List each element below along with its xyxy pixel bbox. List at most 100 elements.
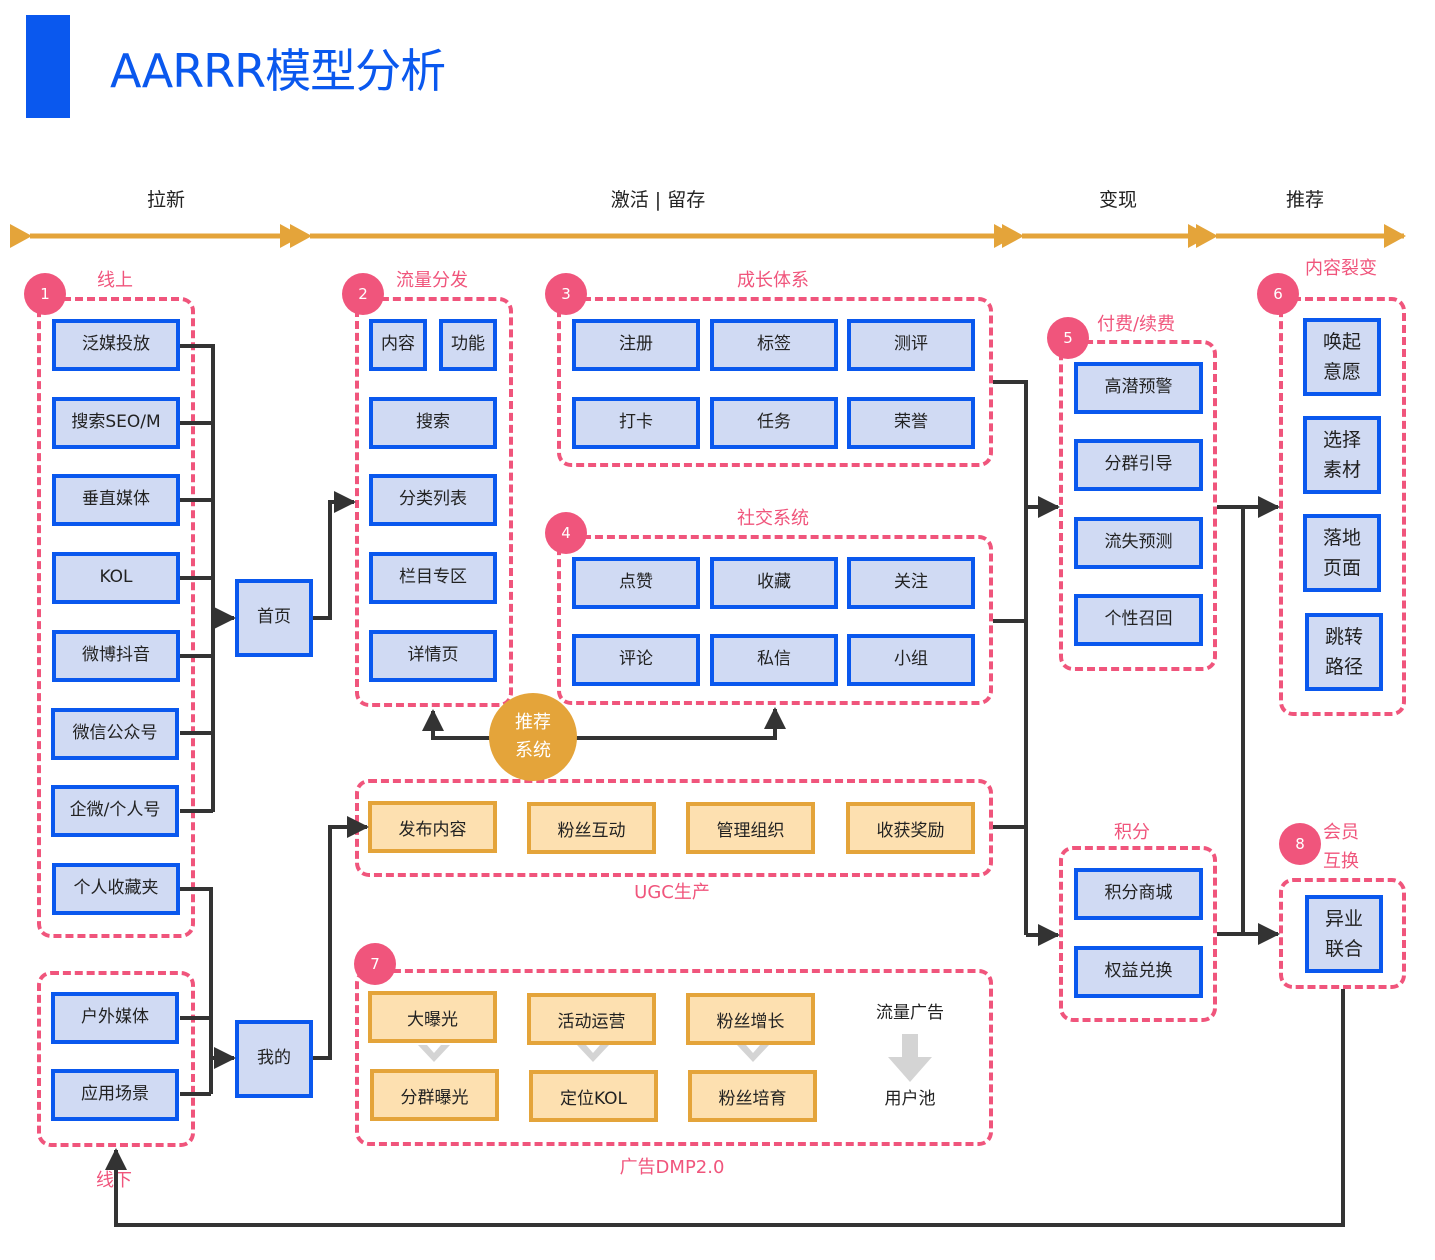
node-search[interactable]: 搜索	[369, 397, 497, 449]
badge-1: 1	[24, 273, 66, 315]
node-publish-content[interactable]: 发布内容	[368, 801, 497, 853]
traffic-ads-label: 流量广告	[876, 1003, 944, 1023]
node-like[interactable]: 点赞	[572, 557, 700, 609]
group-growth-label: 成长体系	[737, 270, 809, 291]
node-tags[interactable]: 标签	[710, 319, 838, 371]
node-target-kol[interactable]: 定位KOL	[529, 1070, 658, 1122]
group-growth	[557, 297, 993, 467]
group-ads	[355, 969, 993, 1146]
ads-flow-arrows	[418, 1034, 932, 1082]
node-landing-page-label: 落地页面	[1322, 526, 1361, 579]
connector-member-to-offline	[105, 989, 1345, 1227]
node-cross-industry-alliance[interactable]: 异业联合	[1305, 895, 1383, 973]
stage-referral: 推荐	[1285, 189, 1325, 211]
node-evoke-intention-label: 唤起意愿	[1322, 330, 1361, 383]
group-fission-label: 内容裂变	[1305, 258, 1377, 279]
node-cross-industry-alliance-label: 异业联合	[1324, 907, 1363, 960]
connector-online-to-home	[180, 344, 234, 813]
node-vertical-media[interactable]: 垂直媒体	[52, 474, 180, 526]
node-fan-nurture[interactable]: 粉丝培育	[688, 1070, 817, 1122]
recommend-system-label: 推荐系统	[515, 712, 551, 761]
group-points-label: 积分	[1114, 822, 1150, 843]
node-jump-path-label: 跳转路径	[1324, 625, 1363, 678]
node-evoke-intention[interactable]: 唤起意愿	[1303, 318, 1381, 396]
node-points-mall[interactable]: 积分商城	[1074, 868, 1203, 920]
node-mine[interactable]: 我的	[235, 1020, 313, 1098]
recommend-system[interactable]: 推荐系统	[489, 693, 577, 781]
node-category-list[interactable]: 分类列表	[369, 474, 497, 526]
title-accent-bar	[26, 15, 70, 118]
node-detail-page[interactable]: 详情页	[369, 630, 497, 682]
node-personal-recall[interactable]: 个性召回	[1074, 594, 1203, 646]
node-campaign-ops[interactable]: 活动运营	[527, 993, 656, 1045]
node-manage-organization[interactable]: 管理组织	[686, 802, 815, 854]
node-pan-media[interactable]: 泛媒投放	[52, 319, 180, 371]
node-personal-favorites[interactable]: 个人收藏夹	[52, 863, 180, 915]
node-outdoor-media[interactable]: 户外媒体	[51, 992, 179, 1044]
node-landing-page[interactable]: 落地页面	[1303, 514, 1381, 592]
node-high-potential-alert[interactable]: 高潜预警	[1074, 362, 1203, 414]
connector-recommend-to-traffic	[422, 709, 775, 740]
node-app-scenario[interactable]: 应用场景	[51, 1069, 179, 1121]
node-check-in[interactable]: 打卡	[572, 397, 700, 449]
group-ugc-label: UGC生产	[634, 882, 710, 903]
node-segment-guide[interactable]: 分群引导	[1074, 439, 1203, 491]
node-earn-rewards[interactable]: 收获奖励	[846, 802, 975, 854]
group-social	[557, 535, 993, 705]
node-select-material-label: 选择素材	[1322, 428, 1361, 481]
badge-6: 6	[1257, 273, 1299, 315]
chevron-down-icon	[577, 1045, 609, 1062]
node-private-message[interactable]: 私信	[710, 634, 838, 686]
group-offline	[37, 971, 195, 1147]
group-ads-label: 广告DMP2.0	[619, 1157, 725, 1178]
connector-offline-to-mine	[180, 887, 234, 1096]
badge-5: 5	[1047, 317, 1089, 359]
node-assessment[interactable]: 测评	[847, 319, 975, 371]
node-select-material[interactable]: 选择素材	[1303, 416, 1381, 494]
group-online	[37, 297, 195, 938]
stage-activation-retention: 激活 | 留存	[610, 189, 706, 211]
badge-2: 2	[342, 273, 384, 315]
node-function[interactable]: 功能	[439, 319, 497, 371]
node-comment[interactable]: 评论	[572, 634, 700, 686]
node-column-zone[interactable]: 栏目专区	[369, 552, 497, 604]
node-fan-growth[interactable]: 粉丝增长	[686, 993, 815, 1045]
node-wecom-personal[interactable]: 企微/个人号	[51, 785, 179, 837]
chevron-down-icon	[737, 1045, 769, 1062]
node-jump-path[interactable]: 跳转路径	[1305, 613, 1383, 691]
node-home[interactable]: 首页	[235, 579, 313, 657]
badge-4: 4	[545, 512, 587, 554]
node-big-exposure[interactable]: 大曝光	[368, 991, 497, 1043]
group-member	[1279, 878, 1406, 989]
node-churn-prediction[interactable]: 流失预测	[1074, 517, 1203, 569]
badge-8: 8	[1279, 823, 1321, 865]
group-traffic	[355, 297, 513, 707]
connector-home-to-traffic	[313, 491, 356, 620]
node-fan-interaction[interactable]: 粉丝互动	[527, 802, 656, 854]
stage-acquisition: 拉新	[146, 189, 186, 211]
node-honor[interactable]: 荣誉	[847, 397, 975, 449]
node-kol[interactable]: KOL	[52, 552, 180, 604]
node-search-seo[interactable]: 搜索SEO/M	[52, 397, 180, 449]
group-online-label: 线上	[97, 270, 133, 291]
badge-7: 7	[354, 943, 396, 985]
node-segment-exposure[interactable]: 分群曝光	[370, 1069, 499, 1121]
page-title: AARRR模型分析	[110, 44, 446, 98]
node-follow[interactable]: 关注	[847, 557, 975, 609]
node-benefit-exchange[interactable]: 权益兑换	[1074, 946, 1203, 998]
node-weibo-douyin[interactable]: 微博抖音	[52, 630, 180, 682]
connector-paid-to-fission	[1217, 507, 1278, 933]
badge-3: 3	[545, 273, 587, 315]
node-register[interactable]: 注册	[572, 319, 700, 371]
node-collect[interactable]: 收藏	[710, 557, 838, 609]
stage-revenue: 变现	[1098, 189, 1138, 211]
node-wechat-official[interactable]: 微信公众号	[51, 708, 179, 760]
user-pool-label: 用户池	[884, 1089, 936, 1109]
node-group[interactable]: 小组	[847, 634, 975, 686]
node-content[interactable]: 内容	[369, 319, 427, 371]
arrow-down-icon	[888, 1034, 932, 1082]
group-member-label: 会员互换	[1323, 822, 1359, 872]
node-tasks[interactable]: 任务	[710, 397, 838, 449]
connector-growth-to-paid	[993, 380, 1058, 935]
